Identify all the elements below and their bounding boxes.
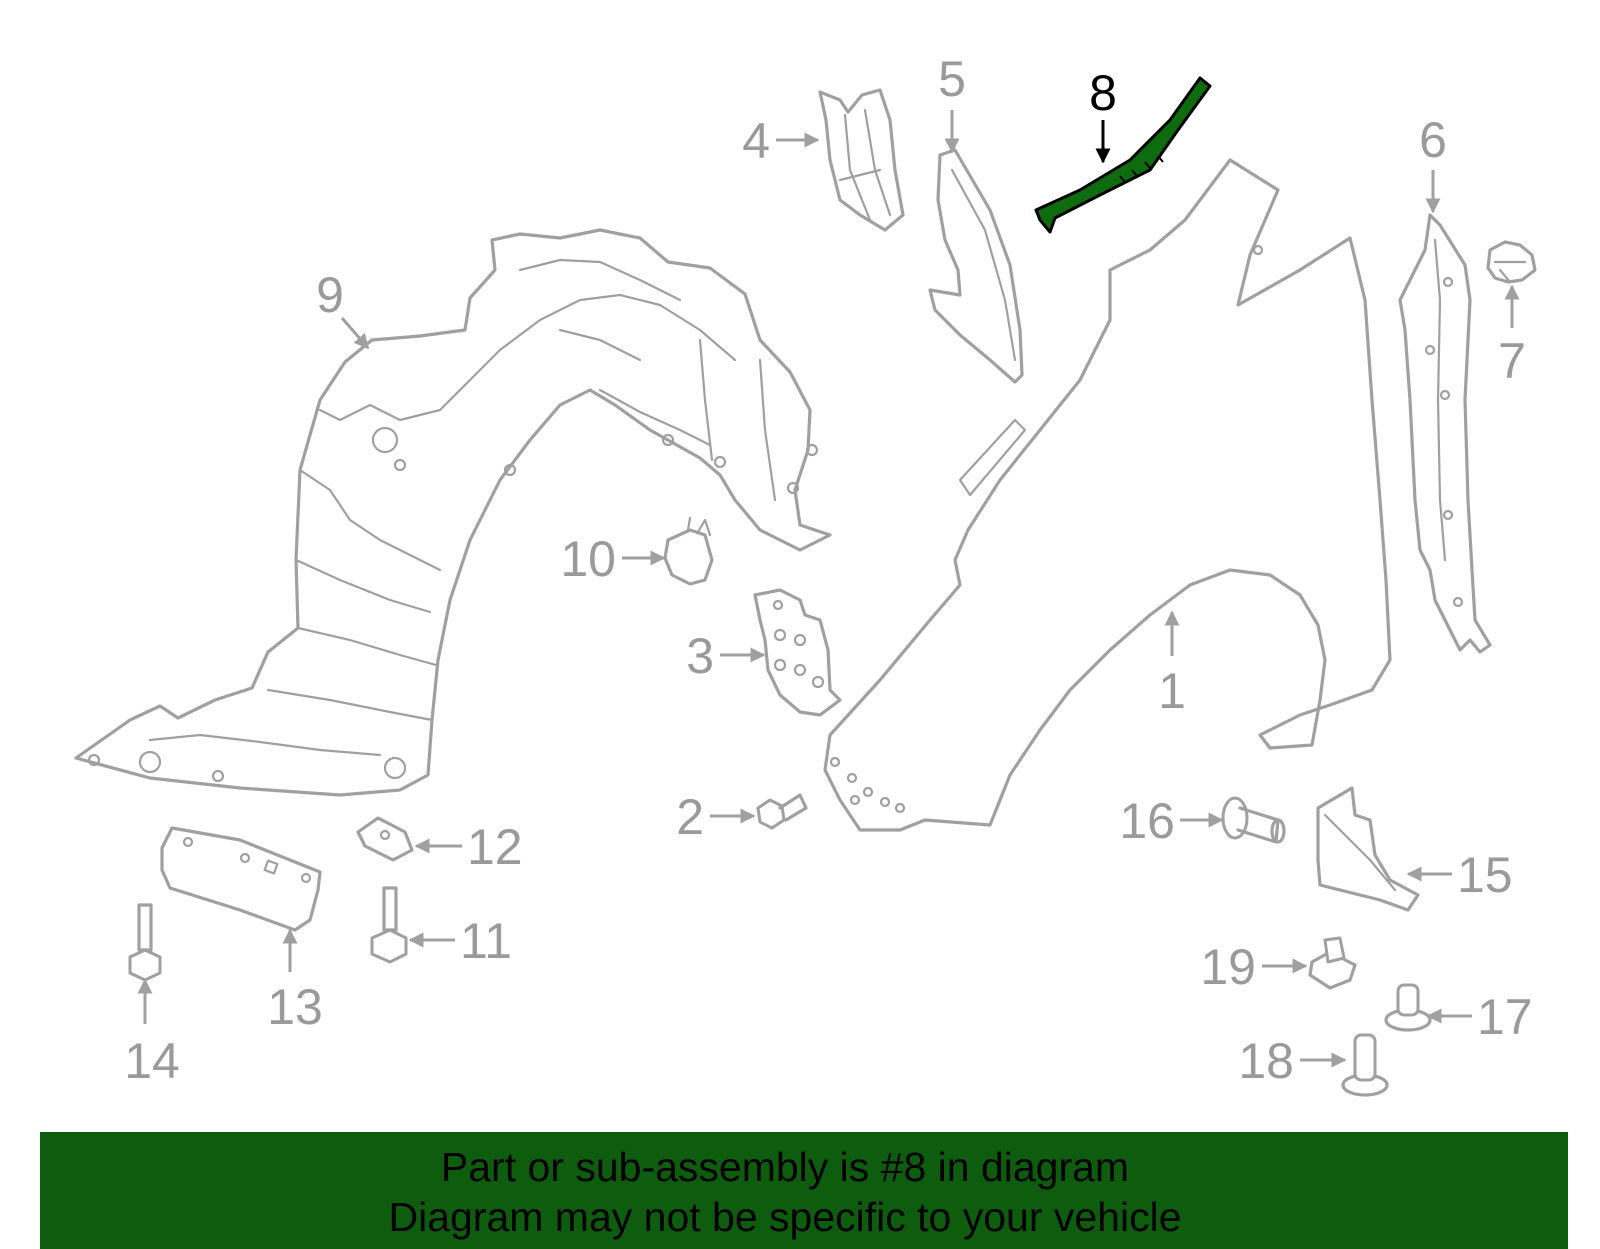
- callout-labels: 1 2 3 4 5 6 7 8 9 10 11 12 13 14 15 16 1…: [124, 51, 1532, 1089]
- leader-arrow-9: [340, 317, 370, 350]
- part-9-fender-liner: [74, 228, 832, 797]
- part-14-bolt: [128, 903, 162, 982]
- part-19-nut: [1308, 936, 1357, 990]
- callout-14: 14: [124, 1033, 180, 1089]
- callout-7: 7: [1498, 333, 1526, 389]
- part-15-bracket: [1316, 786, 1420, 912]
- part-10-clip: [663, 516, 714, 586]
- part-7-clip: [1486, 240, 1537, 284]
- part-17-pin: [1384, 983, 1432, 1032]
- banner-line-disclaimer: Diagram may not be specific to your vehi…: [388, 1194, 1182, 1240]
- callout-8: 8: [1089, 65, 1117, 121]
- callout-9: 9: [316, 267, 344, 323]
- part-18-pin: [1341, 1033, 1389, 1097]
- callout-5: 5: [938, 51, 966, 107]
- callout-15: 15: [1457, 847, 1513, 903]
- callout-3: 3: [686, 628, 714, 684]
- callout-11: 11: [460, 913, 512, 969]
- info-banner: Part or sub-assembly is #8 in diagram Di…: [40, 1132, 1568, 1249]
- callout-19: 19: [1200, 939, 1256, 995]
- callout-4: 4: [742, 113, 770, 169]
- callout-1: 1: [1158, 663, 1186, 719]
- part-3-bracket: [753, 588, 842, 717]
- banner-line-part-number: Part or sub-assembly is #8 in diagram: [440, 1144, 1130, 1190]
- part-6-seal-strip: [1398, 213, 1492, 654]
- callout-17: 17: [1477, 989, 1533, 1045]
- part-4-bracket: [818, 88, 905, 232]
- part-1-fender: [823, 158, 1392, 832]
- part-2-bolt: [756, 793, 808, 830]
- part-8-fender-stay-highlighted: [1034, 76, 1212, 234]
- callout-6: 6: [1419, 112, 1447, 168]
- parts-diagram: 1 2 3 4 5 6 7 8 9 10 11 12 13 14 15 16 1…: [74, 51, 1537, 1097]
- leader-arrows: [137, 110, 1520, 1068]
- part-16-pin: [1221, 796, 1286, 844]
- callout-13: 13: [267, 979, 323, 1035]
- part-11-bolt: [370, 886, 408, 964]
- callout-18: 18: [1238, 1033, 1294, 1089]
- callout-10: 10: [560, 531, 616, 587]
- part-12-nut: [356, 816, 414, 862]
- callout-12: 12: [467, 819, 523, 875]
- callout-2: 2: [676, 789, 704, 845]
- part-5-seal: [928, 148, 1024, 384]
- callout-16: 16: [1119, 793, 1175, 849]
- part-13-bracket: [160, 826, 322, 932]
